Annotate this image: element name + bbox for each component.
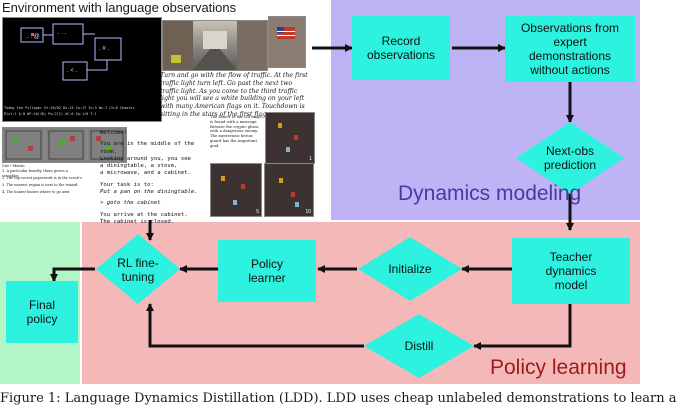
policy-learner-box: Policy learner <box>218 240 316 302</box>
street-caption: Turn and go with the flow of traffic. At… <box>160 72 308 118</box>
teacher-dynamics-box: Teacher dynamics model <box>512 238 630 304</box>
messenger-frame-1: 1 <box>265 112 315 164</box>
alfworld-line: Welcome! <box>100 130 127 136</box>
gridworld-image-1 <box>2 127 45 163</box>
messenger-step-5: 5 <box>256 209 259 215</box>
nextobs-diamond <box>516 122 624 194</box>
messenger-step-1: 1 <box>309 156 312 162</box>
policy-learner-label: Policy learner <box>248 257 286 285</box>
gridworld-help-1: 1. A particular beastly, there grows a s… <box>2 169 68 178</box>
svg-text:. < .: . < . <box>67 68 78 74</box>
messenger-scene-1 <box>278 123 298 152</box>
gridworld-help-title: Grid + Mission <box>2 164 25 168</box>
gridworld-help-2: 2. The top-secret paperwork is in the sc… <box>2 176 82 180</box>
distill-diamond <box>364 314 474 378</box>
policy-learning-label: Policy learning <box>490 356 627 379</box>
gridworld-scene-3 <box>90 130 124 160</box>
dynamics-modeling-label: Dynamics modeling <box>398 182 582 205</box>
messenger-frame-5: 5 <box>210 163 262 217</box>
street-flag-image <box>268 16 306 68</box>
arrow-distill-to-rl <box>146 303 364 348</box>
nextobs-label: Next-obs prediction <box>543 144 597 172</box>
environment-title: Environment with language observations <box>2 0 237 15</box>
messenger-manual: The flower of the old mage is found with… <box>210 114 262 148</box>
alfworld-line: Put a pan on the diningtable. <box>100 189 198 196</box>
final-policy-box: Final policy <box>6 281 78 343</box>
expert-observations-box: Observations from expert demonstrations … <box>505 16 635 82</box>
nethack-status-1: Tedmy the Pillager St:18/02 Dx:13 Co:17 … <box>4 106 135 110</box>
record-observations-box: Record observations <box>352 16 450 80</box>
alfworld-line: Your task is to: <box>100 181 154 188</box>
nethack-screenshot: . . @ . . . . # . . < . Tedmy the Pillag… <box>2 17 162 122</box>
alfworld-line: You are in the middle of the room. <box>100 141 195 155</box>
gridworld-help-3: 3. The nearest region is next to the wiz… <box>2 183 78 187</box>
arrow-rl-to-final <box>50 267 95 282</box>
initialize-label: Initialize <box>388 262 432 276</box>
record-observations-label: Record observations <box>366 34 436 62</box>
messenger-step-10: 10 <box>305 209 311 215</box>
nethack-status-2: Dlvl:1 $:0 HP:18(18) Pw:2(2) AC:6 Xp:1/0… <box>4 112 97 116</box>
messenger-scene-5 <box>221 176 245 205</box>
arrow-teacher-to-distill <box>473 304 572 350</box>
street-scene <box>163 21 267 70</box>
street-view-image <box>162 20 268 71</box>
alfworld-line: The cabinet is closed. <box>100 218 175 225</box>
alfworld-line: a diningtable, a stove, <box>100 163 178 170</box>
flag-scene <box>277 27 295 39</box>
gridworld-help-4: 4. The hunter knows where to go next <box>2 190 70 194</box>
alfworld-text: Welcome! You are in the middle of the ro… <box>100 130 208 226</box>
alfworld-line: You arrive at the cabinet. <box>100 211 188 218</box>
figure-caption: Figure 1: Language Dynamics Distillation… <box>0 391 677 406</box>
final-policy-label: Final policy <box>26 298 58 326</box>
gridworld-image-2 <box>45 127 87 163</box>
expert-observations-label: Observations from expert demonstrations … <box>520 21 620 77</box>
svg-text:. . @: . . @ <box>27 34 40 40</box>
alfworld-line: > goto the cabinet <box>100 200 161 207</box>
alfworld-line: a microwave, and a cabinet. <box>100 170 191 177</box>
teacher-dynamics-label: Teacher dynamics model <box>545 250 597 292</box>
gridworld-scene-2 <box>48 130 84 160</box>
svg-text:. . .: . . . <box>58 30 67 36</box>
rl-finetuning-label: RL fine-tuning <box>117 256 159 284</box>
svg-text:. # .: . # . <box>99 46 109 52</box>
flow-diagram <box>50 44 624 378</box>
rl-diamond <box>96 234 180 304</box>
nethack-map: . . @ . . . . # . . < . <box>20 23 122 81</box>
alfworld-line: Looking around you, you see <box>100 155 191 162</box>
messenger-frame-10: 10 <box>264 163 314 217</box>
initialize-diamond <box>358 237 462 301</box>
gridworld-scene-1 <box>5 130 42 160</box>
distill-label: Distill <box>404 339 434 353</box>
gridworld-image-3 <box>87 127 127 163</box>
messenger-scene-10 <box>279 178 299 207</box>
